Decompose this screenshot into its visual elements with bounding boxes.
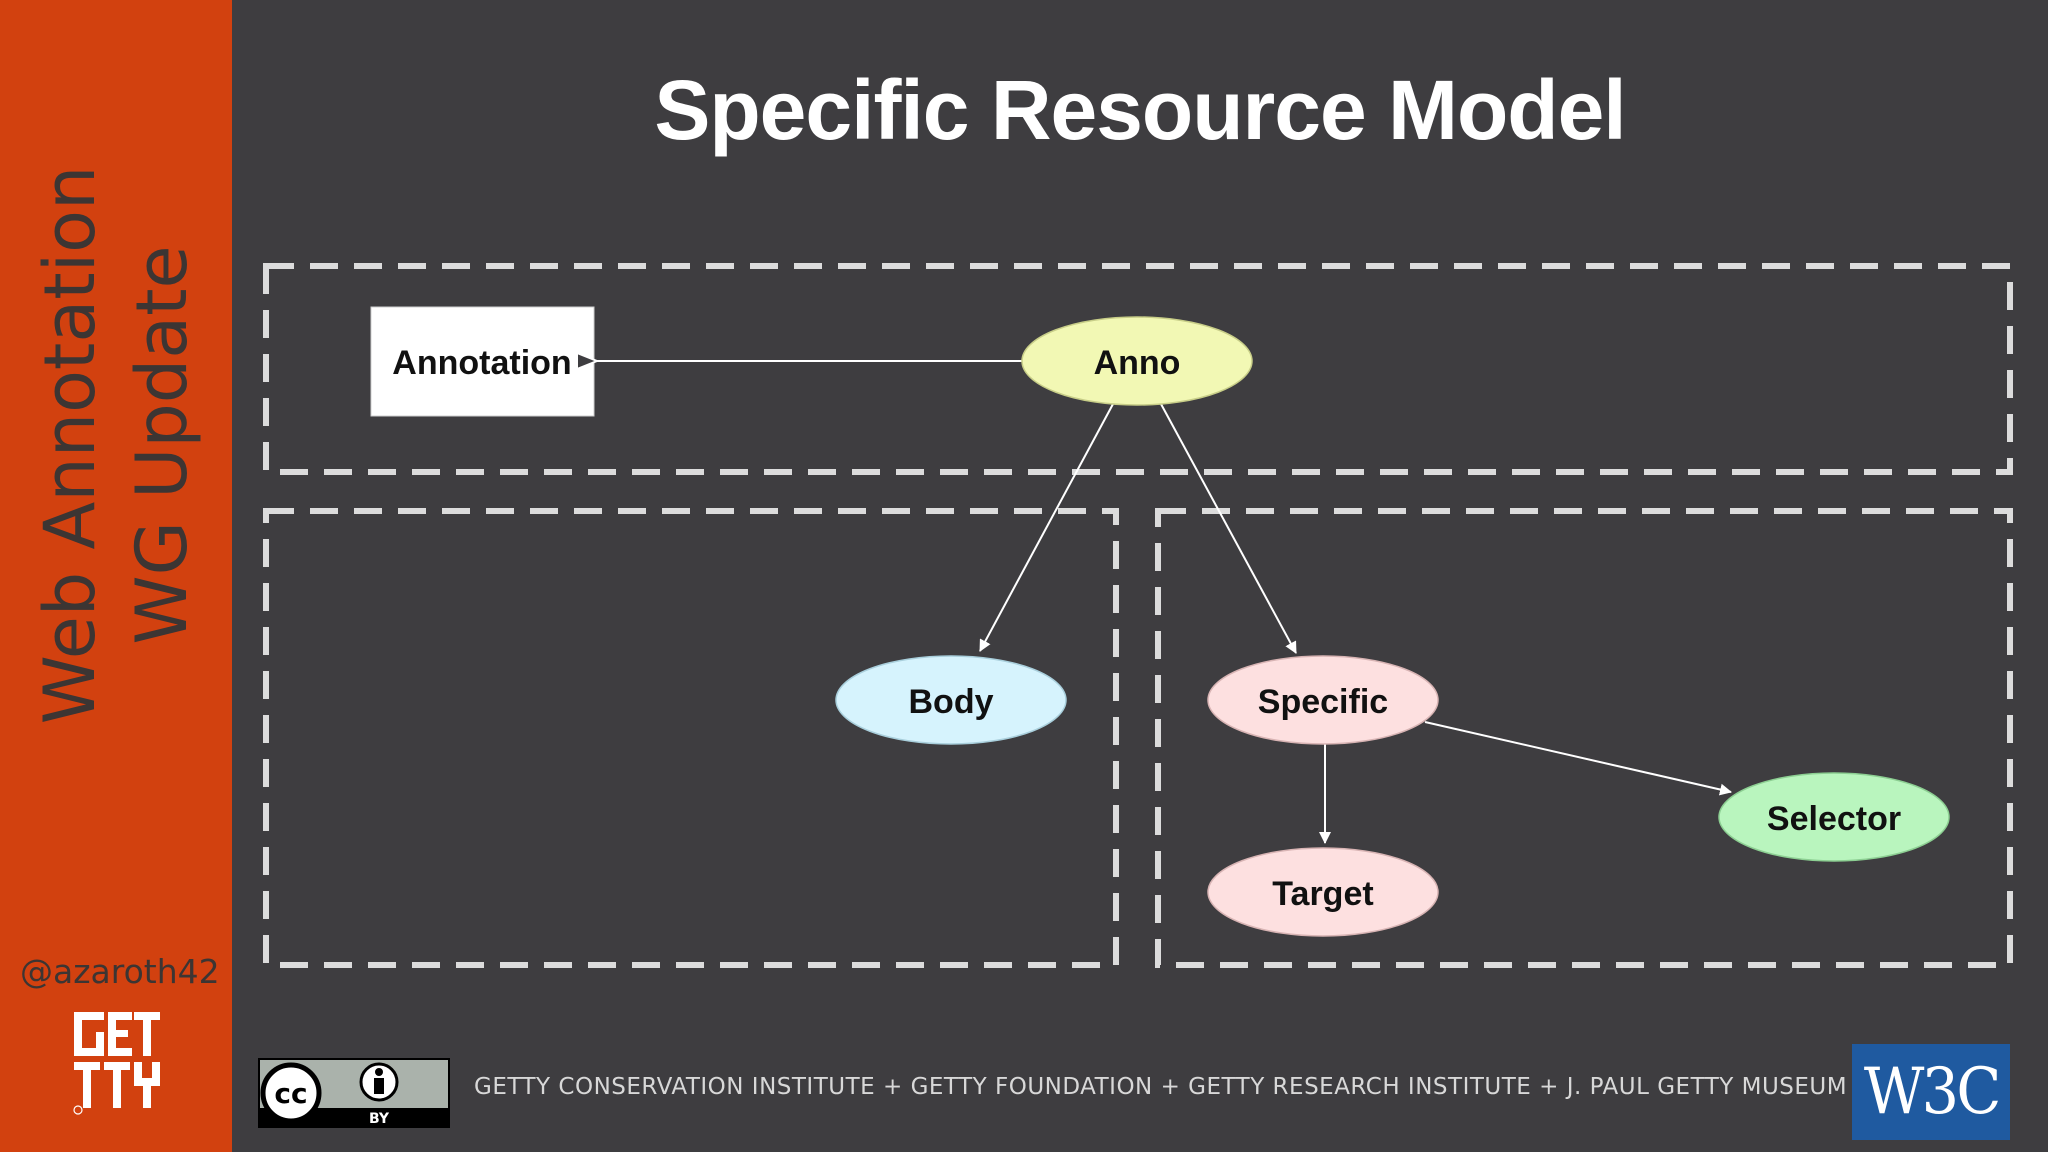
target-node <box>1207 847 1439 937</box>
specific-node <box>1207 655 1439 745</box>
footer-institutions: GETTY CONSERVATION INSTITUTE + GETTY FOU… <box>474 1074 1848 1100</box>
w3c-logo-text: W3C <box>1863 1055 2002 1129</box>
twitter-handle: @azaroth42 <box>20 952 220 991</box>
top-group-box <box>263 263 2013 475</box>
selector-node <box>1718 772 1950 862</box>
annotation-class-box <box>370 306 595 417</box>
cc-icon: cc <box>274 1077 307 1110</box>
license-by-label: BY <box>369 1111 390 1127</box>
annotation-class-label: Annotation <box>392 344 571 382</box>
edge-specific-to-selector <box>1424 721 1732 796</box>
w3c-logo: W3C <box>1852 1044 2010 1140</box>
body-group-box <box>263 508 1119 968</box>
target-node-label: Target <box>1272 875 1373 913</box>
getty-logo <box>73 1012 160 1115</box>
cc-by-license-badge: cc BY <box>258 1058 450 1128</box>
anno-node <box>1021 316 1253 406</box>
edge-anno-to-body <box>979 403 1114 652</box>
attribution-icon <box>359 1062 399 1102</box>
specific-node-label: Specific <box>1258 683 1388 721</box>
body-node-label: Body <box>909 683 994 721</box>
edge-anno-to-specific <box>1160 403 1297 654</box>
anno-node-label: Anno <box>1094 344 1181 382</box>
sidebar: Web Annotation WG Update @azaroth42 <box>0 0 232 1152</box>
slide-title: Specific Resource Model <box>654 63 1626 157</box>
selector-node-label: Selector <box>1767 800 1901 838</box>
body-node <box>835 655 1067 745</box>
target-group-box <box>1155 508 2013 968</box>
